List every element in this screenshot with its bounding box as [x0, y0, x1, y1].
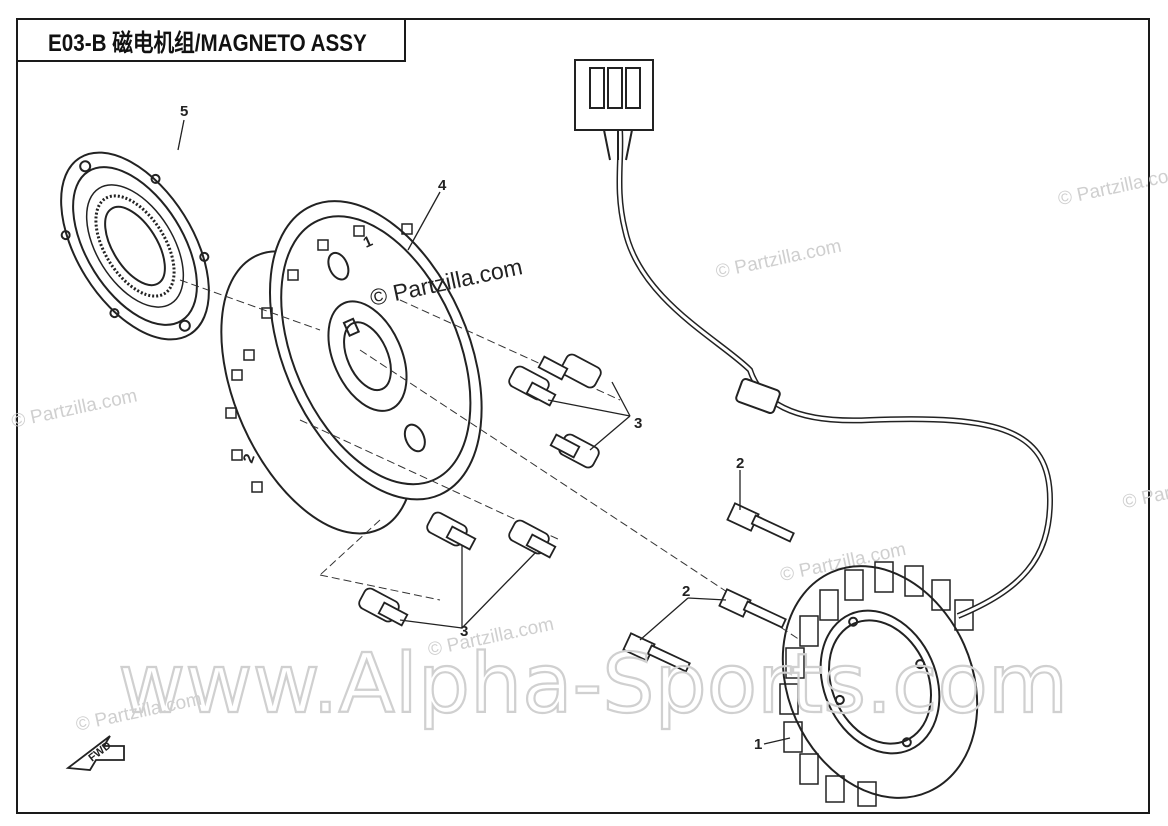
callout-2-lower: 2 — [682, 583, 690, 600]
callout-3-upper: 3 — [634, 415, 642, 432]
stator-coil-teeth — [779, 561, 974, 807]
flywheel-slots — [225, 223, 413, 493]
faint-watermark-3: © Partzilla.com — [1056, 163, 1168, 210]
faint-watermark-2: © Partzilla.com — [714, 236, 844, 283]
forward-direction-arrow: FWD — [65, 735, 125, 771]
faint-watermark-1: © Partzilla.com — [10, 385, 140, 432]
callout-3-lower: 3 — [460, 623, 468, 640]
part-3-bolts — [358, 353, 602, 627]
bolt-3-e — [508, 519, 557, 559]
bolt-3-c — [549, 433, 600, 469]
drawing-frame — [16, 18, 1150, 814]
part-4-flywheel — [220, 200, 483, 535]
callout-5: 5 — [180, 103, 188, 120]
bolt-3-f — [358, 587, 409, 627]
part-1-stator — [574, 59, 1054, 807]
callout-2-upper: 2 — [736, 455, 744, 472]
screw-2-c — [622, 632, 691, 673]
screw-2-b — [718, 588, 787, 629]
screw-2-a — [726, 502, 795, 543]
flywheel-mark-2: 2 — [240, 452, 259, 466]
bolt-3-a — [537, 353, 602, 389]
part-2-screws — [622, 502, 795, 673]
callout-4: 4 — [438, 177, 447, 194]
callout-1: 1 — [754, 736, 762, 753]
faint-watermark-7: © Partzilla.com — [1121, 466, 1168, 513]
part-5-clutch-ring — [60, 151, 210, 341]
title-box: E03-B 磁电机组/MAGNETO ASSY — [16, 18, 406, 62]
bolt-3-d — [426, 511, 477, 551]
page-title: E03-B 磁电机组/MAGNETO ASSY — [48, 29, 367, 57]
callout-leaders — [177, 119, 791, 745]
alpha-sports-watermark: www.Alpha-Sports.com — [118, 637, 1068, 732]
